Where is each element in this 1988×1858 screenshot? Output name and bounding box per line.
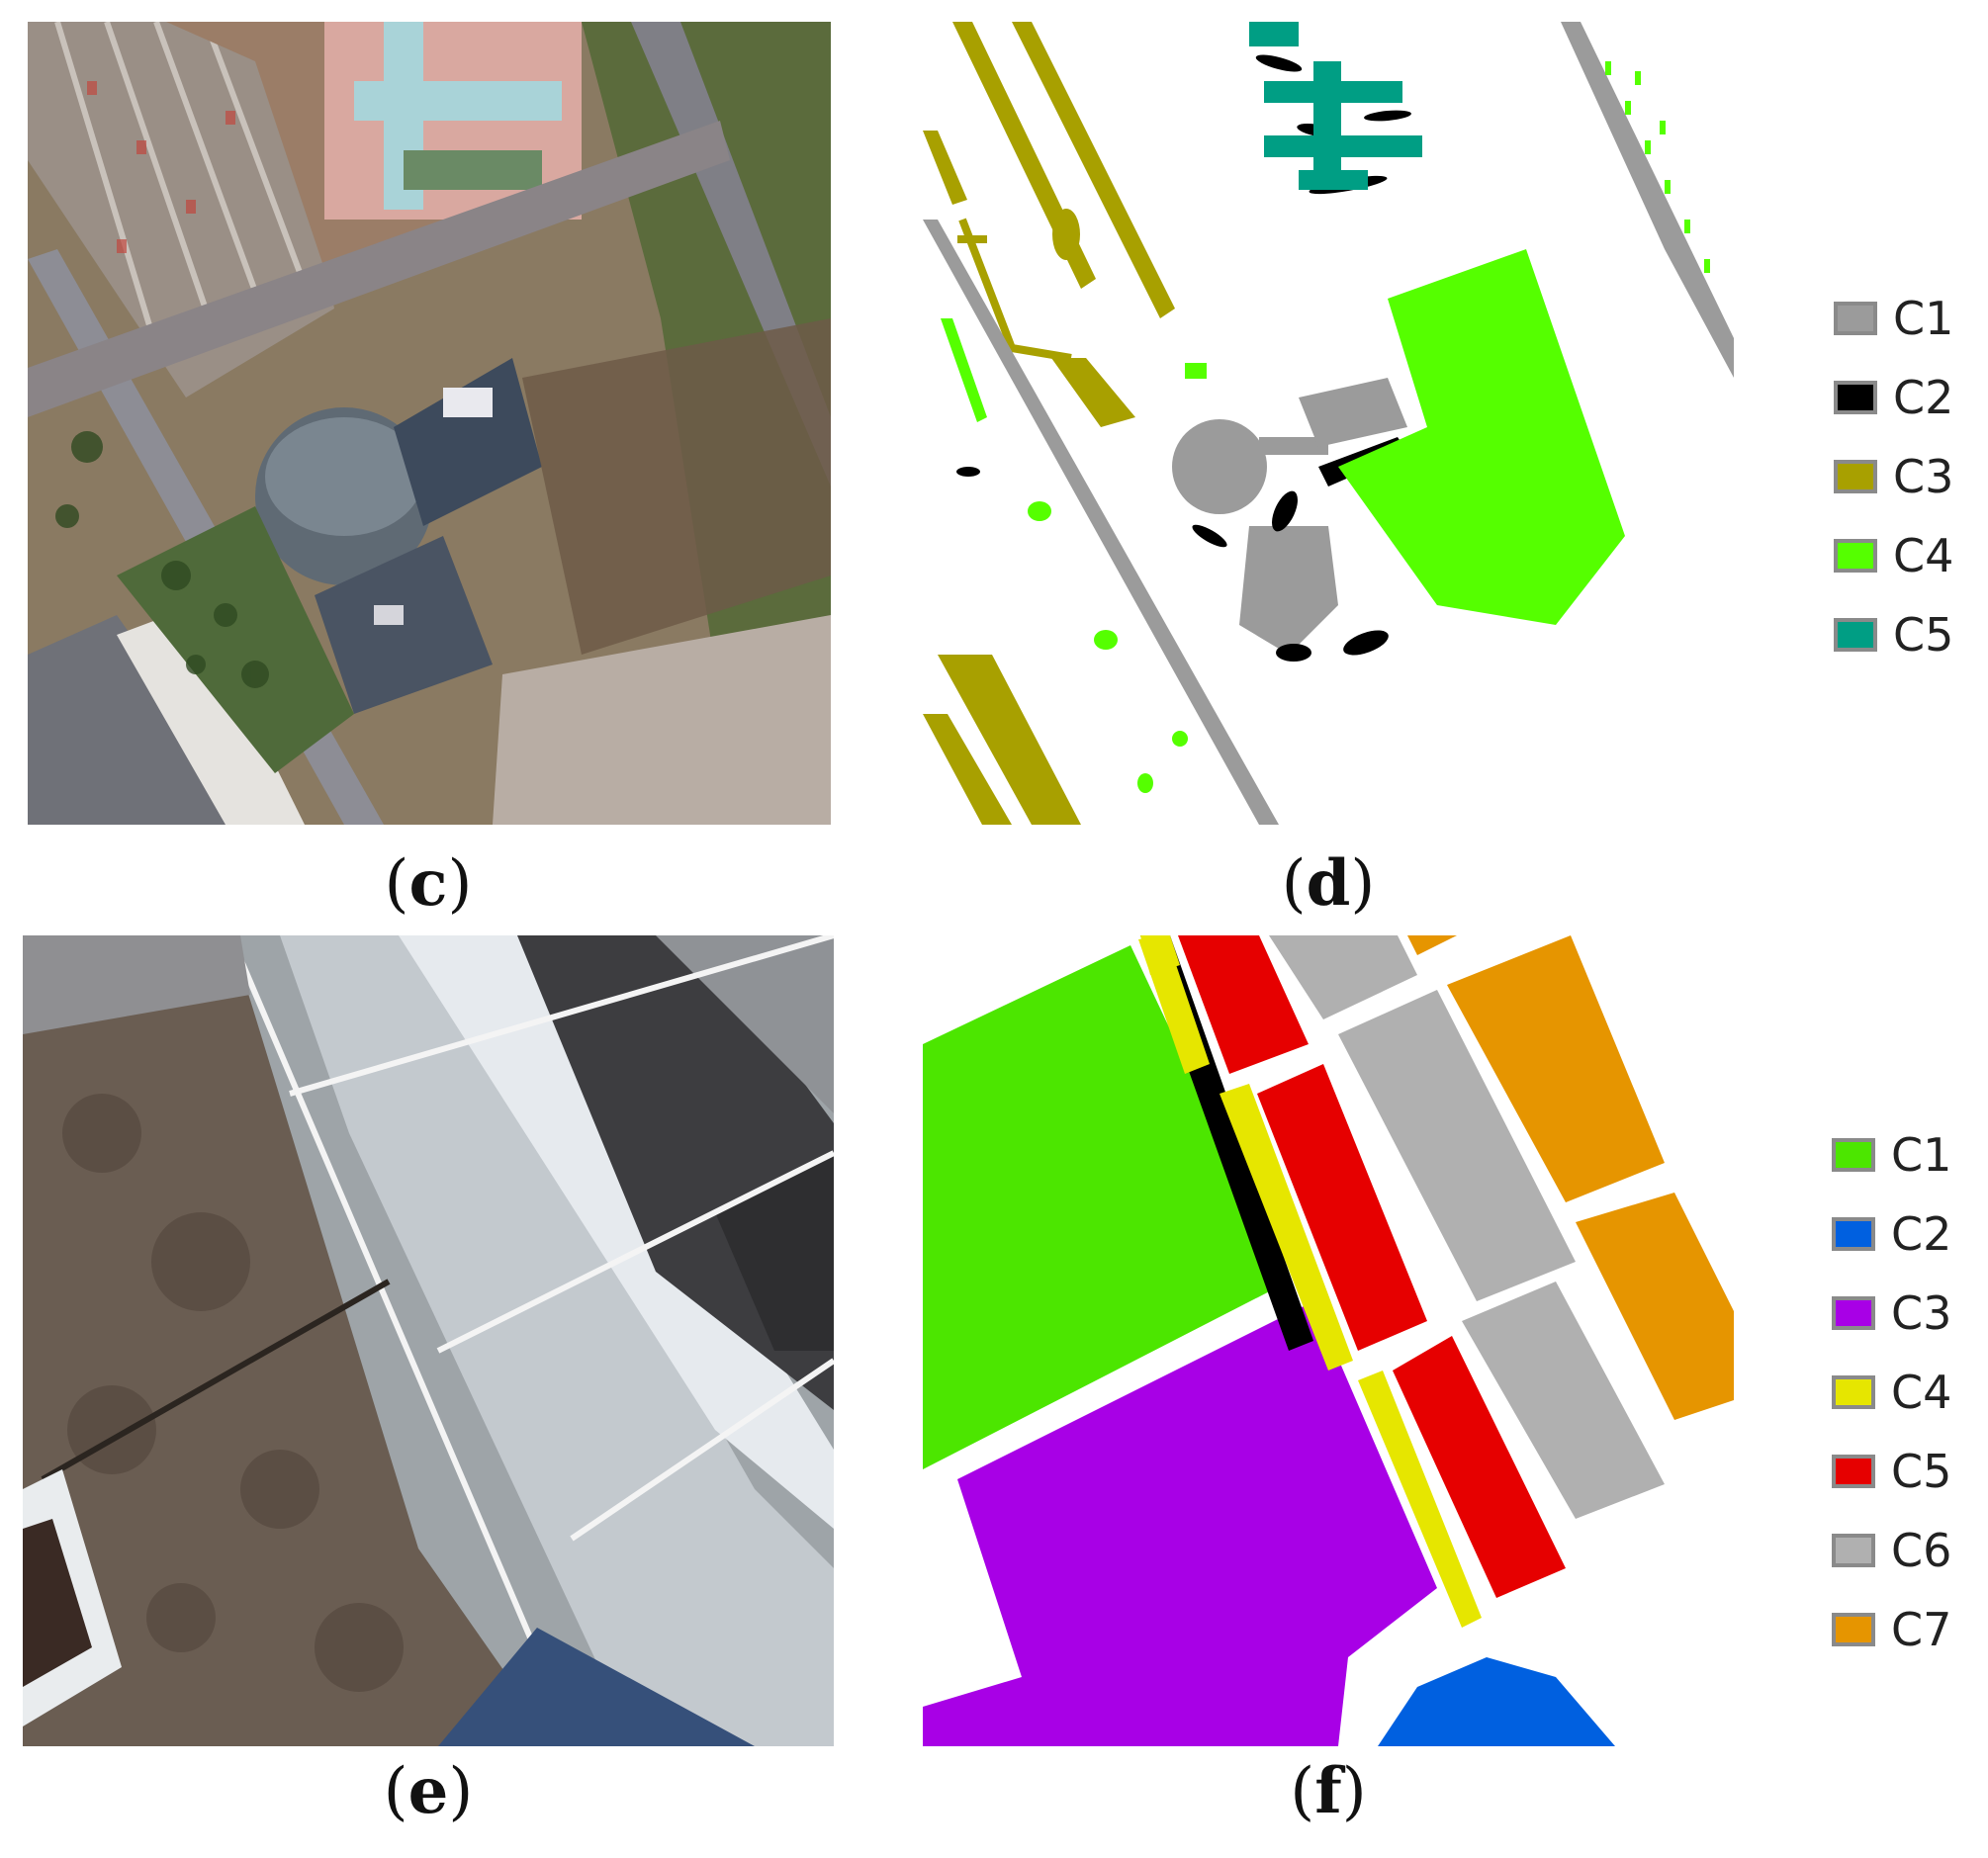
legend-label: C1 bbox=[1891, 1128, 1952, 1182]
caption-c: (c) bbox=[384, 846, 473, 921]
legend-label: C2 bbox=[1891, 1207, 1952, 1261]
classification-map-d bbox=[923, 22, 1734, 825]
legend-label: C5 bbox=[1893, 608, 1954, 662]
legend-item: C3 bbox=[1834, 437, 1953, 516]
legend-item: C4 bbox=[1832, 1353, 1951, 1432]
legend-swatch bbox=[1834, 381, 1877, 414]
image-panel-e bbox=[23, 935, 834, 1746]
legend-item: C1 bbox=[1834, 279, 1953, 358]
caption-letter: d bbox=[1306, 846, 1351, 921]
satellite-image-c bbox=[28, 22, 831, 825]
class-map-f bbox=[923, 935, 1734, 1746]
legend-item: C1 bbox=[1832, 1115, 1951, 1194]
class-map-d bbox=[923, 22, 1734, 825]
legend-label: C4 bbox=[1891, 1366, 1952, 1419]
caption-e: (e) bbox=[383, 1754, 474, 1828]
caption-d: (d) bbox=[1281, 846, 1376, 921]
legend-item: C2 bbox=[1832, 1194, 1951, 1274]
caption-letter: f bbox=[1314, 1754, 1342, 1828]
classification-map-f bbox=[923, 935, 1734, 1746]
legend-item: C4 bbox=[1834, 516, 1953, 595]
legend-swatch bbox=[1834, 302, 1877, 335]
legend-top: C1 C2 C3 C4 C5 bbox=[1834, 279, 1953, 674]
legend-bottom: C1 C2 C3 C4 C5 C6 C7 bbox=[1832, 1115, 1951, 1669]
satellite-image-e bbox=[23, 935, 834, 1746]
caption-f: (f) bbox=[1290, 1754, 1367, 1828]
legend-item: C6 bbox=[1832, 1511, 1951, 1590]
legend-label: C5 bbox=[1891, 1445, 1952, 1498]
legend-item: C5 bbox=[1832, 1432, 1951, 1511]
legend-swatch bbox=[1834, 460, 1877, 493]
legend-swatch bbox=[1832, 1534, 1875, 1567]
legend-swatch bbox=[1832, 1455, 1875, 1488]
legend-label: C3 bbox=[1893, 450, 1954, 503]
legend-item: C3 bbox=[1832, 1274, 1951, 1353]
legend-swatch bbox=[1832, 1613, 1875, 1646]
legend-label: C3 bbox=[1891, 1286, 1952, 1340]
legend-label: C7 bbox=[1891, 1603, 1952, 1656]
legend-swatch bbox=[1834, 618, 1877, 652]
legend-item: C5 bbox=[1834, 595, 1953, 674]
image-panel-c bbox=[28, 22, 831, 825]
legend-swatch bbox=[1832, 1217, 1875, 1251]
legend-swatch bbox=[1832, 1375, 1875, 1409]
legend-label: C1 bbox=[1893, 292, 1954, 345]
legend-item: C7 bbox=[1832, 1590, 1951, 1669]
caption-letter: e bbox=[407, 1754, 449, 1828]
caption-letter: c bbox=[408, 846, 448, 921]
legend-label: C2 bbox=[1893, 371, 1954, 424]
legend-swatch bbox=[1834, 539, 1877, 573]
legend-item: C2 bbox=[1834, 358, 1953, 437]
legend-swatch bbox=[1832, 1138, 1875, 1172]
legend-swatch bbox=[1832, 1296, 1875, 1330]
legend-label: C6 bbox=[1891, 1524, 1952, 1577]
legend-label: C4 bbox=[1893, 529, 1954, 582]
